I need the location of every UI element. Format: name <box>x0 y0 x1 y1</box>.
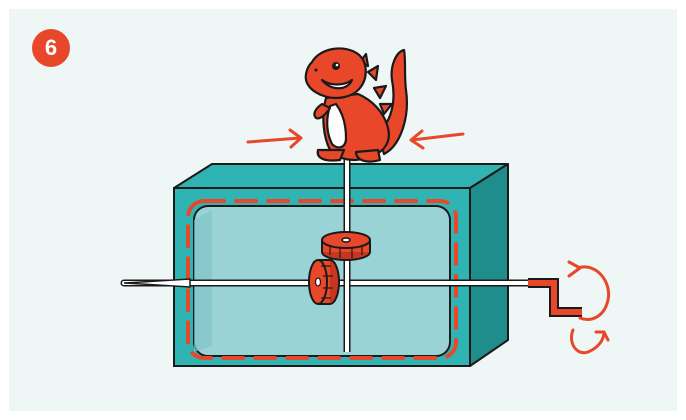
side-gear <box>308 259 340 305</box>
box-top-face <box>173 163 509 189</box>
step-number-badge: 6 <box>32 29 70 67</box>
dinosaur-figure-icon <box>304 47 408 163</box>
axle-point <box>123 278 191 288</box>
push-arrows-icon <box>246 128 465 150</box>
box-side-face <box>469 163 509 367</box>
top-gear <box>321 231 371 261</box>
rotate-arrows-icon <box>567 260 611 355</box>
step-number-text: 6 <box>44 35 58 60</box>
